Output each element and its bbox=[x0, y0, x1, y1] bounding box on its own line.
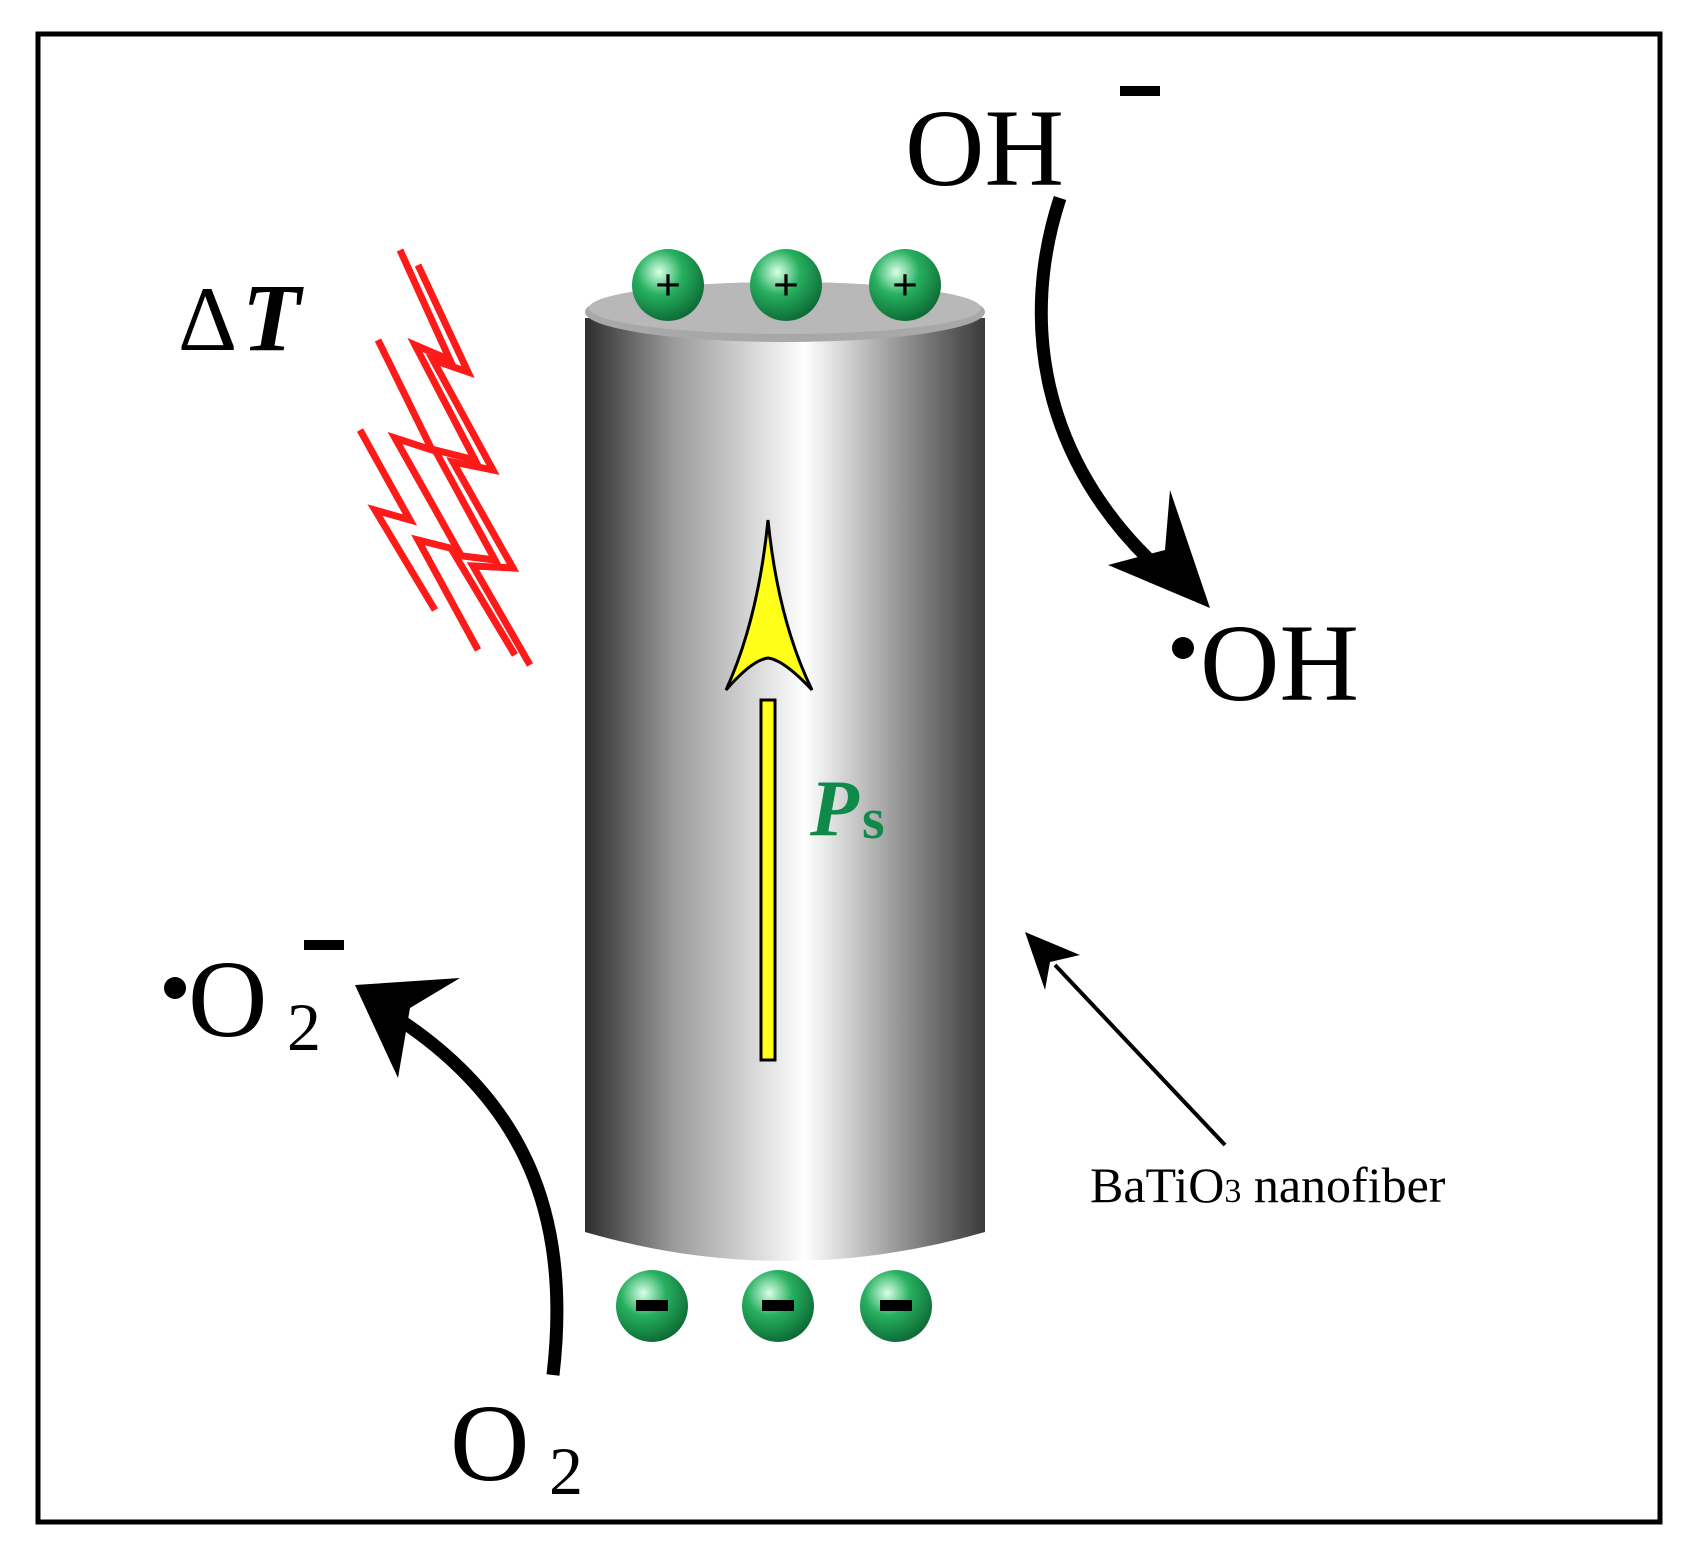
oxygen-subscript: 2 bbox=[549, 1433, 583, 1509]
hydroxide-minus-sign bbox=[1120, 86, 1160, 96]
negative-charges bbox=[616, 1270, 932, 1342]
positive-charge: + bbox=[750, 249, 822, 321]
superoxide-minus-sign bbox=[304, 940, 344, 950]
hydroxyl-radical-label: OH bbox=[1200, 602, 1359, 724]
svg-text:+: + bbox=[773, 259, 799, 310]
temperature-label: T bbox=[242, 264, 304, 371]
polarization-subscript: s bbox=[862, 786, 885, 851]
positive-charge: + bbox=[632, 249, 704, 321]
polarization-arrow bbox=[724, 519, 814, 1062]
nanofiber-pointer-arrow bbox=[1025, 932, 1227, 1147]
reduction-arrow bbox=[355, 978, 564, 1376]
diagram-frame bbox=[35, 31, 1663, 1525]
superoxide-radical-label: O bbox=[188, 938, 267, 1060]
negative-charge bbox=[860, 1270, 932, 1342]
radical-dot-icon bbox=[164, 977, 186, 999]
superoxide-subscript: 2 bbox=[287, 989, 321, 1065]
nanofiber-label: BaTiO3 nanofiber bbox=[1090, 1157, 1446, 1213]
heat-lightning-icon bbox=[356, 248, 534, 667]
polarization-label: P bbox=[809, 765, 860, 853]
svg-text:+: + bbox=[655, 259, 681, 310]
positive-charges: + + + bbox=[632, 249, 941, 321]
delta-symbol: Δ bbox=[178, 268, 237, 370]
oxidation-arrow bbox=[1034, 195, 1210, 608]
positive-charge: + bbox=[869, 249, 941, 321]
oxygen-label: O bbox=[450, 1382, 529, 1504]
negative-charge bbox=[616, 1270, 688, 1342]
svg-text:+: + bbox=[892, 259, 918, 310]
batio3-nanofiber-cylinder bbox=[585, 282, 985, 1261]
radical-dot-icon bbox=[1172, 637, 1194, 659]
hydroxide-ion-label: OH bbox=[905, 87, 1064, 209]
negative-charge bbox=[742, 1270, 814, 1342]
